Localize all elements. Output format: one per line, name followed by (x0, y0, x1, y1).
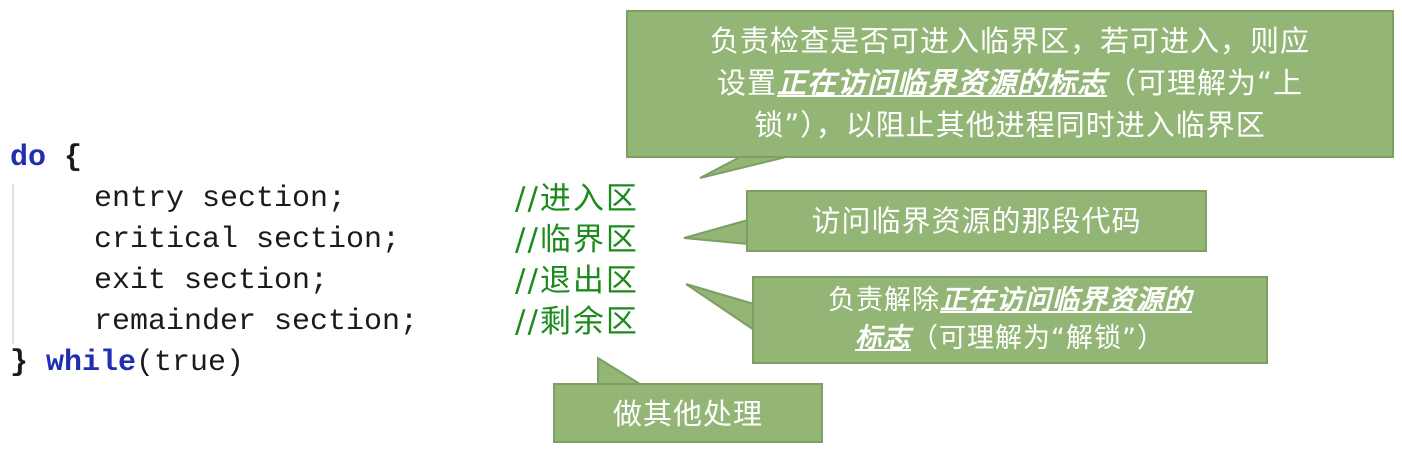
code-block: do { entry section; //进入区 critical secti… (10, 138, 637, 384)
remainder-section-statement: remainder section; (94, 305, 419, 339)
open-brace: { (64, 141, 83, 175)
critical-callout-pointer (683, 218, 749, 246)
code-line-remainder: remainder section; //剩余区 (10, 302, 637, 343)
do-keyword: do (10, 141, 47, 175)
exit-callout-part2: （可理解为“解锁”） (911, 323, 1165, 354)
critical-section-callout: 访问临界资源的那段代码 (746, 190, 1207, 252)
exit-section-callout: 负责解除正在访问临界资源的 标志（可理解为“解锁”） (752, 276, 1268, 364)
remainder-section-callout: 做其他处理 (553, 383, 823, 443)
entry-comment-text: //进入区 (515, 181, 639, 217)
code-line-critical: critical section; //临界区 (10, 220, 637, 261)
while-keyword: while (46, 346, 137, 380)
entry-callout-part4: 锁”），以阻止其他进程同时进入临界区 (754, 108, 1266, 142)
code-line-entry: entry section; //进入区 (10, 179, 637, 220)
exit-section-statement: exit section; (94, 264, 329, 298)
exit-callout-part1: 负责解除 (828, 285, 940, 316)
entry-comment: //进入区 (515, 179, 639, 223)
code-line-while: } while(true) (10, 343, 244, 384)
entry-section-statement: entry section; (94, 182, 347, 216)
code-line-exit: exit section; //退出区 (10, 261, 637, 302)
entry-callout-text: 负责检查是否可进入临界区，若可进入，则应 设置正在访问临界资源的标志（可理解为“… (648, 20, 1372, 146)
close-brace: } (10, 346, 29, 380)
critical-comment-text: //临界区 (515, 222, 639, 258)
critical-section-statement: critical section; (94, 223, 401, 257)
exit-callout-emphasis1: 正在访问临界资源的 (940, 285, 1192, 316)
code-line-do: do { (10, 138, 244, 179)
entry-callout-pointer (699, 155, 791, 179)
exit-callout-emphasis2: 标志 (855, 323, 911, 354)
exit-callout-text: 负责解除正在访问临界资源的 标志（可理解为“解锁”） (754, 282, 1266, 358)
critical-callout-text: 访问临界资源的那段代码 (811, 204, 1142, 238)
remainder-comment-text: //剩余区 (515, 304, 639, 340)
remainder-callout-pointer (597, 356, 644, 385)
exit-comment-text: //退出区 (515, 263, 639, 299)
entry-callout-part3: （可理解为“上 (1107, 66, 1304, 100)
remainder-callout-text: 做其他处理 (612, 397, 763, 431)
entry-callout-part2: 设置 (716, 66, 777, 100)
indent-guide (12, 184, 14, 344)
entry-section-callout: 负责检查是否可进入临界区，若可进入，则应 设置正在访问临界资源的标志（可理解为“… (626, 10, 1394, 158)
exit-callout-pointer (685, 283, 755, 332)
while-condition: (true) (136, 346, 245, 380)
exit-comment: //退出区 (515, 261, 639, 305)
remainder-comment: //剩余区 (515, 302, 639, 346)
critical-comment: //临界区 (515, 220, 639, 264)
entry-callout-emphasis: 正在访问临界资源的标志 (776, 66, 1107, 100)
entry-callout-part1: 负责检查是否可进入临界区，若可进入，则应 (709, 24, 1310, 58)
